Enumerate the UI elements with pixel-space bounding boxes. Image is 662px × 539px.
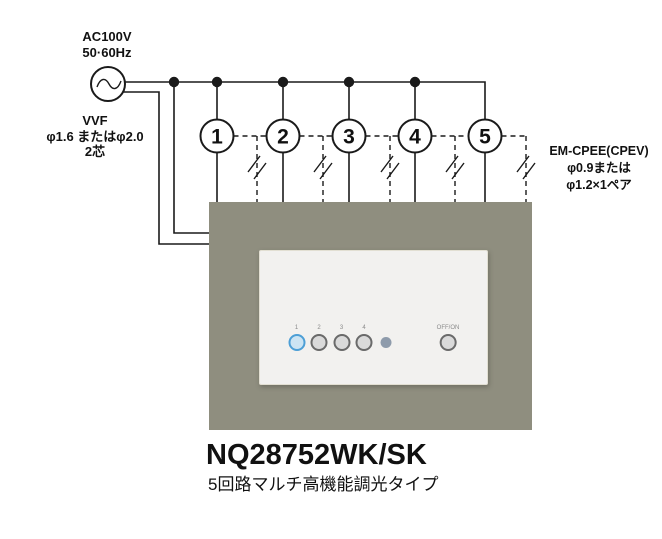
left-cable-spec-label: VVF φ1.6 またはφ2.0 2芯 — [14, 113, 176, 160]
circuit-button-3: 3 — [333, 325, 350, 351]
circuit-number: 4 — [409, 126, 421, 149]
ac-source-symbol — [90, 66, 126, 102]
push-button-icon — [333, 334, 350, 351]
cable-diameter: φ1.6 またはφ2.0 — [46, 128, 144, 144]
button-label: 2 — [317, 325, 321, 331]
circuit-button-2: 2 — [310, 325, 328, 351]
cable-type: EM-CPEE(CPEV) — [549, 144, 649, 158]
push-button-icon — [355, 334, 373, 351]
indicator-dot — [380, 336, 391, 348]
circuit-node-1: 1 — [199, 118, 235, 154]
circuit-button-1: 1 — [288, 325, 305, 351]
mounting-panel-photo: 1 2 3 4 OFF/ON — [209, 202, 532, 430]
power-voltage: AC100V — [82, 29, 132, 44]
circuit-button-4: 4 — [355, 325, 373, 351]
cable-pairs: φ1.2×1ペア — [566, 178, 632, 192]
button-label: 4 — [362, 325, 366, 331]
sine-wave-icon — [96, 78, 122, 90]
control-cables-dashed — [233, 135, 527, 202]
circuit-node-4: 4 — [397, 118, 433, 154]
push-button-icon — [310, 334, 328, 351]
device-faceplate: 1 2 3 4 OFF/ON — [259, 250, 488, 385]
cable-diameter: φ0.9または — [567, 161, 631, 175]
circuit-number: 5 — [479, 126, 491, 149]
power-wires — [123, 81, 486, 245]
circuit-number: 2 — [277, 126, 289, 149]
button-label: 1 — [294, 325, 299, 331]
model-number: NQ28752WK/SK — [206, 439, 427, 471]
right-cable-spec-label: EM-CPEE(CPEV) φ0.9または φ1.2×1ペア — [533, 143, 662, 194]
power-frequency: 50·60Hz — [82, 44, 132, 60]
off-on-button: OFF/ON — [436, 325, 460, 351]
cable-slash-marks — [247, 155, 536, 180]
cable-cores: 2芯 — [84, 144, 106, 159]
circuit-node-3: 3 — [331, 118, 367, 154]
push-button-icon — [439, 334, 457, 351]
circuit-number: 1 — [211, 126, 223, 149]
circuit-node-5: 5 — [467, 118, 503, 154]
button-label: 3 — [339, 325, 344, 331]
junction-dots — [168, 76, 421, 88]
circuit-number: 3 — [343, 126, 355, 149]
off-on-label: OFF/ON — [436, 325, 460, 331]
push-button-icon — [288, 334, 305, 351]
power-source-label: AC100V 50·60Hz — [47, 29, 167, 60]
circuit-node-2: 2 — [265, 118, 301, 154]
cable-type: VVF — [82, 113, 108, 128]
model-caption: 5回路マルチ高機能調光タイプ — [208, 475, 439, 494]
